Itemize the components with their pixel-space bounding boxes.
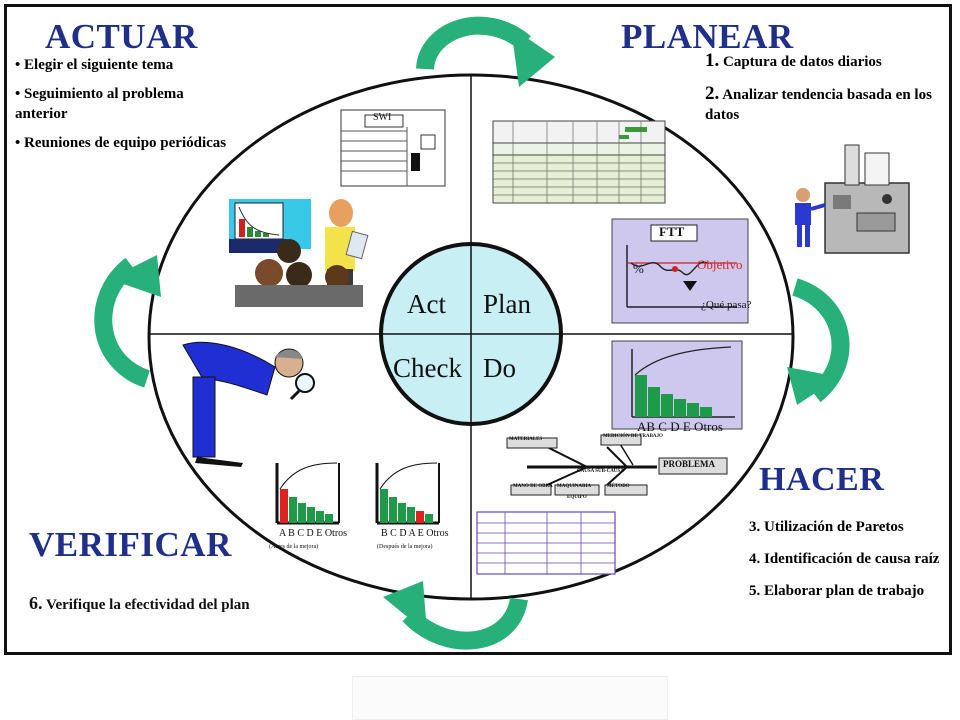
planear-item: 2. Analizar tendencia basada en los dato… (705, 83, 932, 124)
arrow-right-icon (787, 278, 850, 405)
before-chart-axis: A B C D E Otros (279, 528, 348, 539)
ftt-percent-label: % (633, 261, 644, 276)
actuar-list: Elegir el siguiente tema Seguimiento al … (15, 55, 235, 162)
pareto-chart (611, 340, 743, 430)
verificar-heading: VERIFICAR (29, 525, 232, 564)
planear-heading: PLANEAR (621, 17, 794, 56)
arrow-top-icon (416, 16, 555, 87)
ftt-que-pasa-label: ¿Qué pasa? (701, 299, 752, 311)
fishbone-materiales: MATERIALES (509, 437, 543, 442)
hacer-item: 3. Utilización de Paretos (749, 519, 904, 535)
after-chart-axis: B C D A E Otros (381, 528, 449, 539)
after-chart-caption: (Después de la mejora) (377, 544, 433, 550)
swi-sheet (340, 109, 446, 187)
arrow-left-icon (94, 255, 161, 388)
team-meeting-illustration (229, 199, 369, 307)
inspector-figure (182, 341, 315, 467)
worker-machine-illustration (795, 144, 910, 254)
hacer-heading: HACER (759, 461, 885, 498)
center-plan-label: Plan (483, 289, 532, 319)
data-spreadsheet (492, 120, 666, 204)
hacer-item: 4. Identificación de causa raíz (749, 551, 940, 567)
fishbone-equipo: EQUIPO (567, 495, 587, 500)
bottom-placeholder-box (352, 676, 668, 720)
fishbone-causa: CAUSA SUB-CAUSA (577, 469, 624, 474)
fishbone-maquinaria: MAQUINARIA (557, 484, 592, 489)
verificar-item: 6. Verifique la efectividad del plan (29, 593, 250, 613)
planear-list: 1. Captura de datos diarios 2. Analizar … (705, 51, 945, 137)
before-chart-caption: (Antes de la mejora) (269, 544, 319, 550)
planear-item: 1. Captura de datos diarios (705, 50, 882, 71)
ftt-objetivo-label: Objetivo (697, 257, 743, 272)
center-do-label: Do (483, 353, 516, 383)
fishbone-metodo: MÉTODO (607, 484, 630, 489)
action-plan-table (476, 511, 616, 575)
actuar-heading: ACTUAR (45, 17, 198, 56)
actuar-item: Elegir el siguiente tema (15, 55, 235, 75)
fishbone-problema: PROBLEMA (663, 459, 716, 469)
pdca-diagram (94, 16, 910, 650)
swi-label: SWI (373, 112, 392, 123)
actuar-item: Reuniones de equipo periódicas (15, 133, 235, 153)
fishbone-diagram (506, 434, 728, 496)
actuar-item: Seguimiento al problema anterior (15, 84, 235, 124)
fishbone-mano-obra: MANO DE OBRA (513, 484, 553, 489)
hacer-item: 5. Elaborar plan de trabajo (749, 583, 925, 599)
before-chart (275, 462, 341, 525)
center-act-label: Act (407, 289, 446, 319)
pareto-axis-label: AB C D E Otros (637, 419, 723, 434)
center-check-label: Check (393, 353, 462, 383)
diagram-frame: ACTUAR PLANEAR HACER VERIFICAR Elegir el… (4, 4, 952, 655)
hacer-list: 3. Utilización de Paretos 4. Identificac… (749, 517, 949, 613)
ftt-chart (611, 218, 749, 324)
after-chart (375, 462, 441, 525)
arrow-bottom-icon (383, 581, 528, 650)
fishbone-medicion: MEDICIÓN DE TRABAJO (603, 434, 663, 439)
ftt-title: FTT (659, 224, 685, 239)
